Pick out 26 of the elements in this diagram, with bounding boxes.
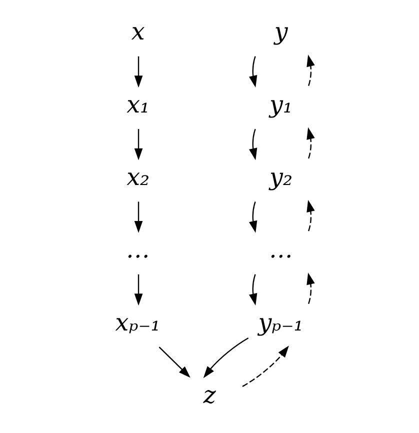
node-text: y [274, 18, 288, 46]
node-text: x₁ [126, 90, 150, 118]
arrow [248, 56, 257, 88]
arrow [134, 56, 142, 88]
arrow [306, 54, 314, 86]
arrow [134, 274, 142, 306]
node-text: … [268, 236, 292, 264]
node-text: y₂ [269, 162, 292, 191]
node-text: y₁ [269, 90, 292, 118]
arrow [306, 127, 314, 159]
node-text: x₂ [126, 162, 150, 191]
arrow [242, 346, 288, 387]
arrow [134, 202, 142, 233]
arrow [248, 274, 257, 306]
node-text: z [202, 380, 216, 409]
arrow [248, 202, 257, 233]
arrow [134, 129, 142, 160]
arrow [306, 272, 314, 304]
node-text: x [130, 18, 144, 46]
arrow [202, 337, 248, 378]
node-text: … [126, 236, 150, 264]
arrow [248, 128, 257, 160]
arrow [158, 346, 190, 378]
node-text: yₚ₋₁ [258, 308, 303, 336]
node-text: xₚ₋₁ [114, 308, 160, 336]
arrow [306, 200, 314, 232]
